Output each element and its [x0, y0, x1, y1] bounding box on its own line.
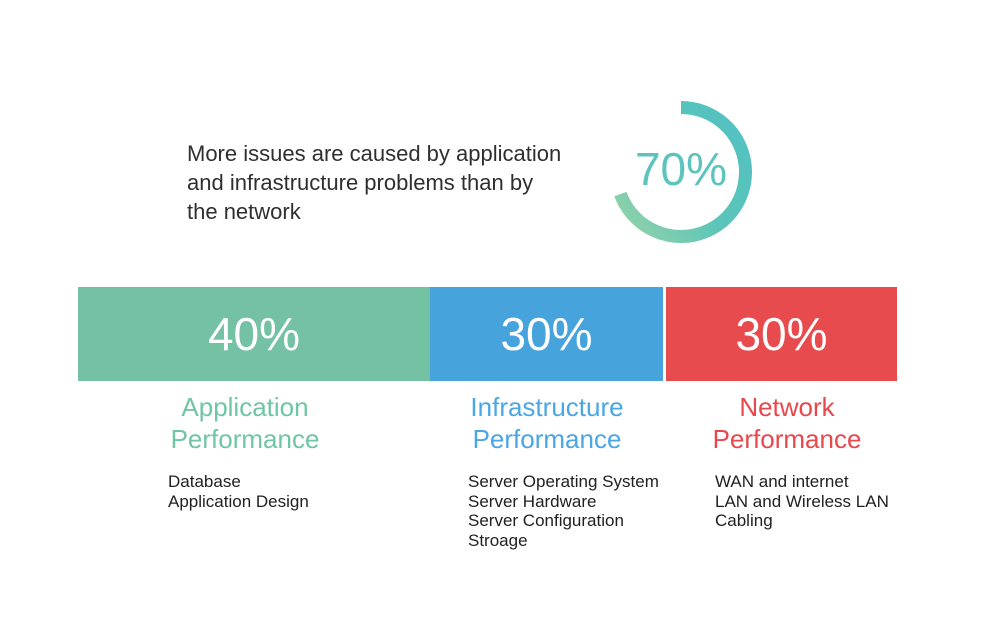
intro-text: More issues are caused by application an…: [187, 139, 607, 226]
bar-segment-application: 40%: [78, 287, 430, 381]
list-item: LAN and Wireless LAN: [715, 491, 889, 511]
column-list-application: Database Application Design: [168, 472, 309, 511]
heading-line: Performance: [712, 423, 862, 454]
column-list-infrastructure: Server Operating System Server Hardware …: [468, 472, 659, 550]
list-item: Database: [168, 472, 241, 491]
heading-line: Network: [739, 392, 835, 422]
bar-segment-label: 40%: [207, 308, 301, 360]
bar-segment-network: 30%: [666, 287, 897, 381]
heading-line: Application: [181, 392, 309, 422]
intro-line: More issues are caused by application: [187, 141, 562, 166]
list-item: Server Configuration: [468, 511, 624, 531]
donut-percent-label: 70%: [634, 143, 728, 195]
list-item: Server Hardware: [468, 491, 597, 511]
list-item: Cabling: [715, 511, 773, 531]
list-item: Server Operating System: [468, 472, 659, 491]
column-heading-network: Network Performance: [637, 392, 937, 455]
heading-line: Infrastructure: [470, 392, 624, 422]
intro-line: and infrastructure problems than by: [187, 170, 534, 195]
column-heading-infrastructure: Infrastructure Performance: [397, 392, 697, 455]
column-heading-application: Application Performance: [95, 392, 395, 455]
bar-segment-infrastructure: 30%: [430, 287, 663, 381]
donut-arc: [614, 101, 752, 243]
bar-segment-label: 30%: [735, 308, 828, 360]
list-item: Application Design: [168, 491, 309, 511]
list-item: Stroage: [468, 530, 528, 550]
heading-line: Performance: [170, 423, 320, 454]
intro-line: the network: [187, 199, 301, 224]
heading-line: Performance: [472, 423, 622, 454]
column-list-network: WAN and internet LAN and Wireless LAN Ca…: [715, 472, 889, 531]
stacked-bar: 40% 30% 30%: [78, 287, 897, 381]
bar-segment-label: 30%: [500, 308, 593, 360]
donut-chart: [600, 90, 770, 260]
list-item: WAN and internet: [715, 472, 849, 491]
